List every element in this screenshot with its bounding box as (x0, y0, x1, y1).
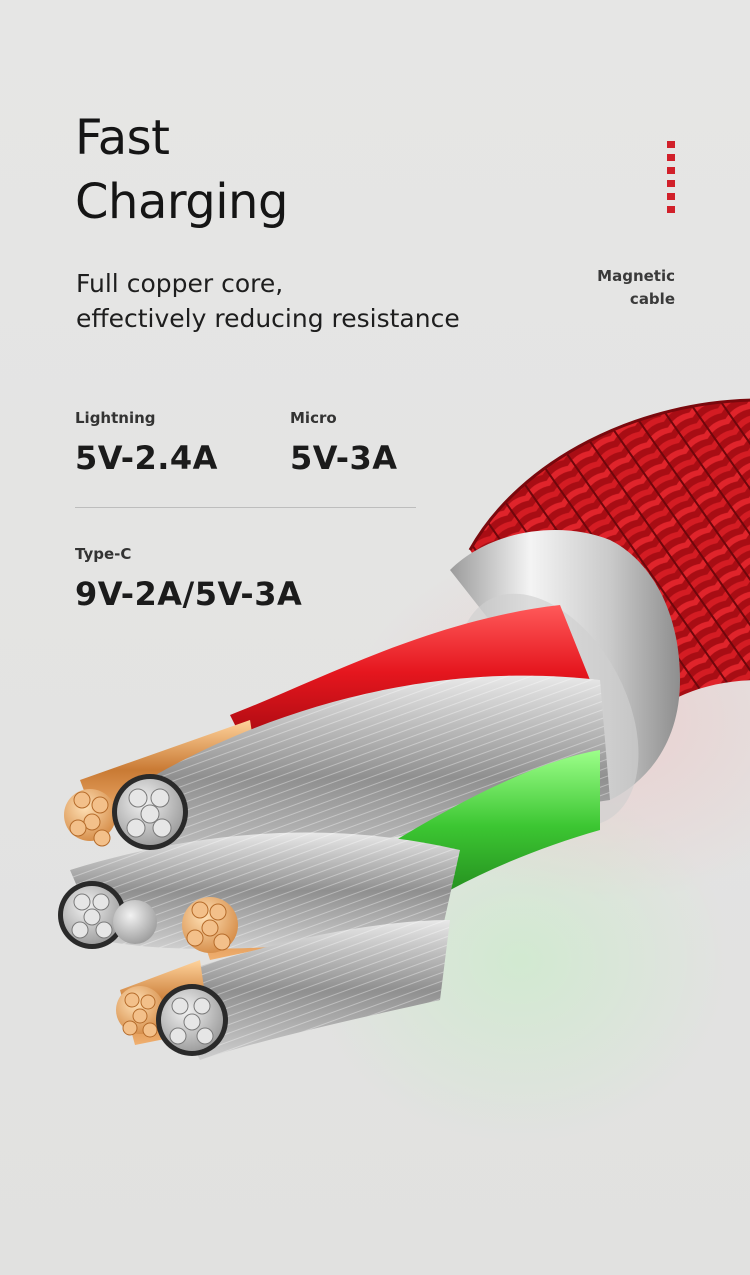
subtitle: Full copper core, effectively reducing r… (76, 266, 460, 336)
subtitle-line-2: effectively reducing resistance (76, 304, 460, 333)
spec-label: Lightning (75, 409, 156, 427)
subtitle-line-1: Full copper core, (76, 269, 284, 298)
spec-type-c: Type-C 9V-2A/5V-3A (75, 544, 302, 616)
title-line-1: Fast (75, 110, 170, 166)
accent-dots-icon (667, 141, 675, 213)
spec-lightning: Lightning 5V-2.4A (75, 408, 218, 480)
side-label: Magnetic cable (597, 265, 675, 311)
spec-label: Type-C (75, 545, 132, 563)
spec-value: 9V-2A/5V-3A (75, 575, 303, 613)
spec-label: Micro (290, 409, 337, 427)
title-line-2: Charging (75, 174, 288, 230)
spec-value: 5V-2.4A (75, 439, 218, 477)
spec-value: 5V-3A (290, 439, 398, 477)
spec-micro: Micro 5V-3A (290, 408, 398, 480)
side-label-line-1: Magnetic (597, 267, 675, 285)
side-label-line-2: cable (629, 290, 675, 308)
cable-cross-section-image (58, 398, 750, 1060)
page-title: Fast Charging (75, 106, 288, 234)
divider (75, 507, 416, 508)
